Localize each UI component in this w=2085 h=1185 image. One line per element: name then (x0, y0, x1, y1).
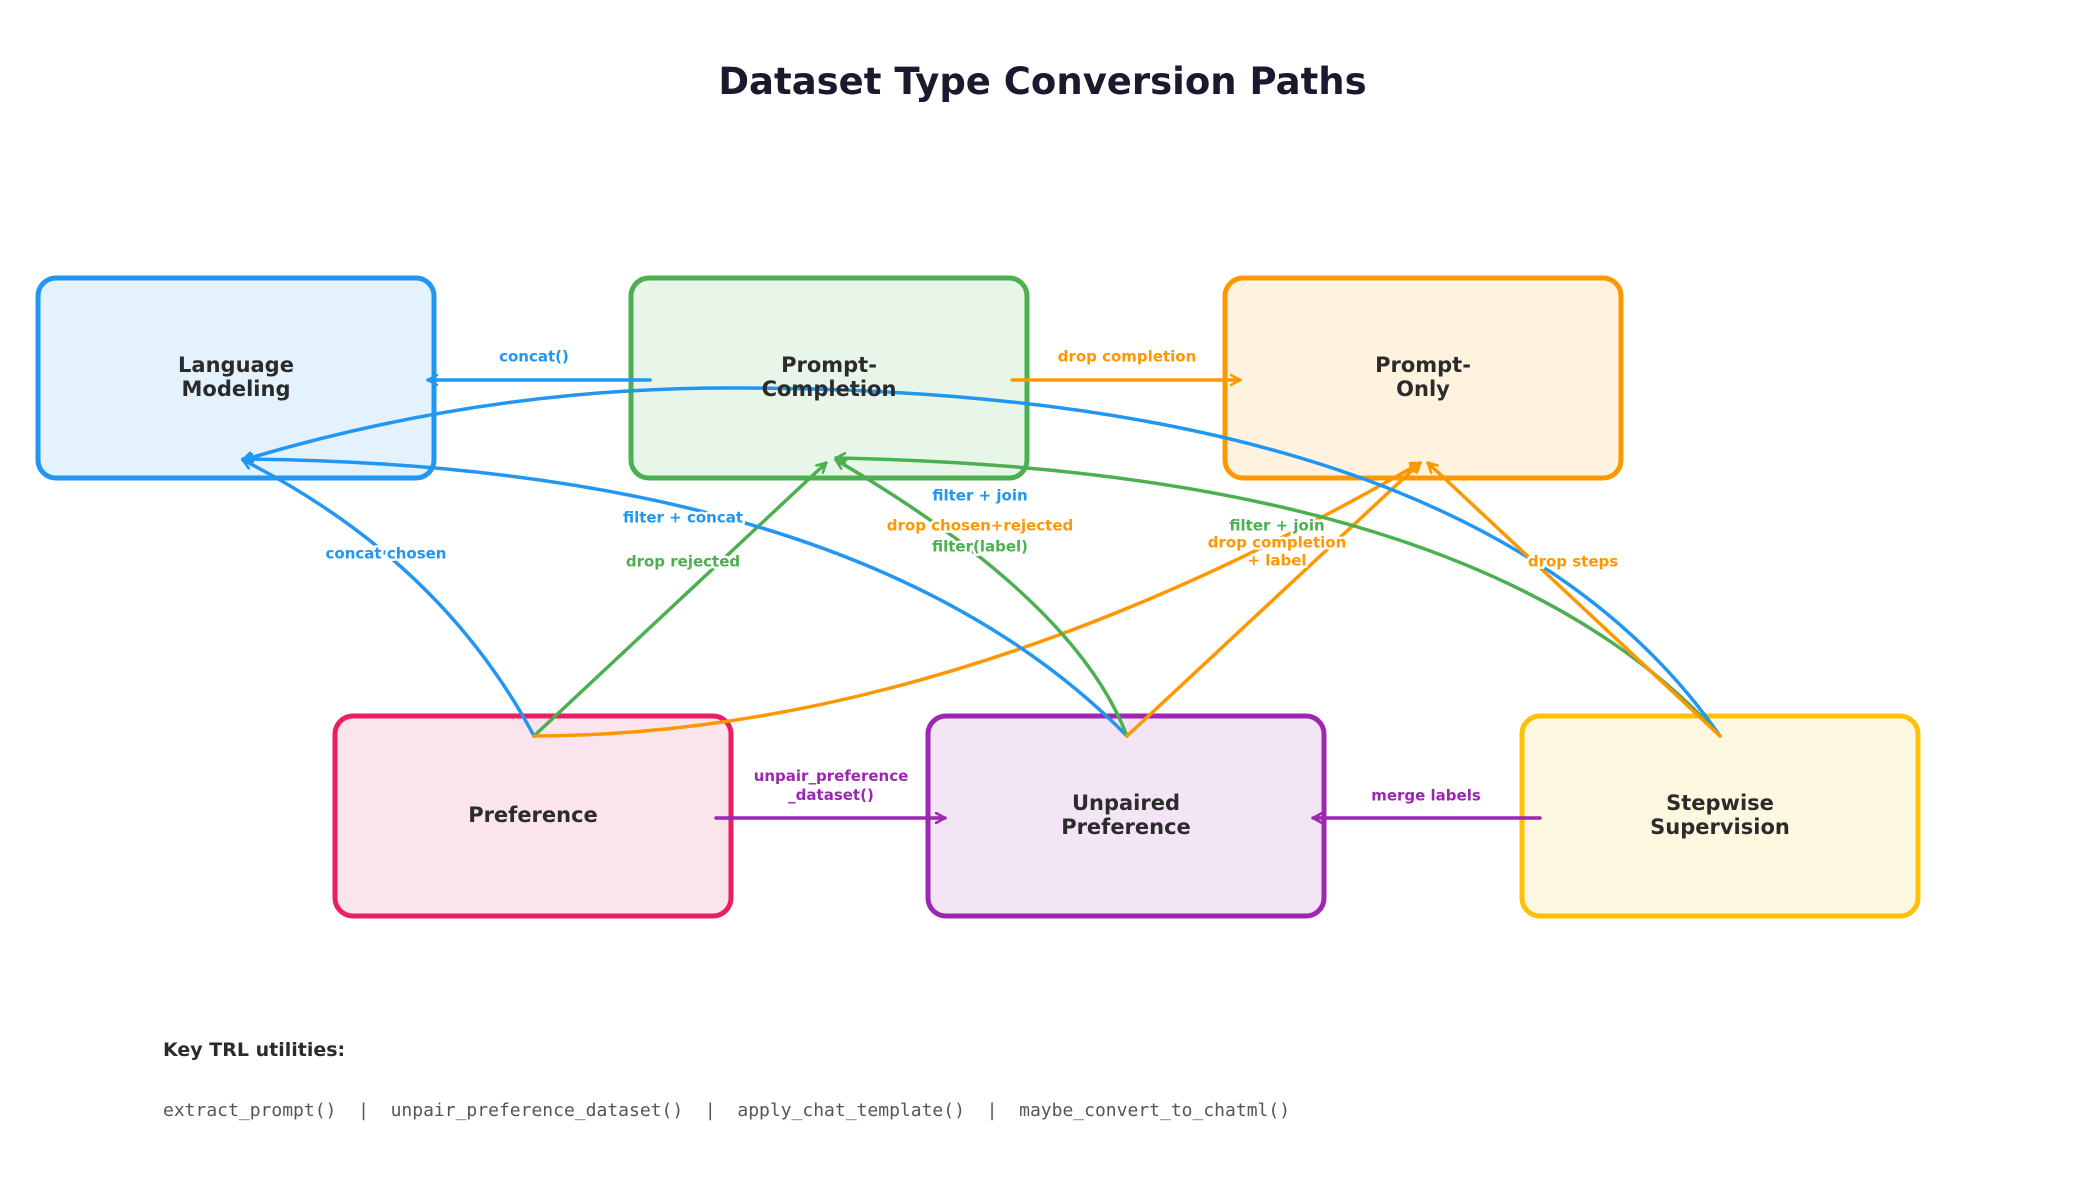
edge-label-pc-lm: concat() (499, 348, 569, 366)
edge-label-ss-pc: filter + join (1229, 517, 1324, 535)
node-box-ss (1519, 713, 1921, 919)
node-label-pref: Preference (468, 803, 598, 827)
node-label-pc: Prompt-Completion (762, 353, 897, 401)
node-label-po: Prompt-Only (1375, 353, 1471, 401)
edges (241, 380, 1722, 818)
edge-up-po (1125, 461, 1422, 738)
edge-up-pc (834, 458, 1129, 738)
edge-label-pref-pc: drop rejected (626, 553, 740, 571)
edge-ss-po (1426, 461, 1722, 738)
edge-label-ss-lm: filter + join (932, 487, 1027, 505)
node-box-up (925, 713, 1327, 919)
edge-label-pref-lm: concat chosen (326, 545, 447, 563)
edge-pref-po (532, 461, 1422, 738)
edge-label-up-po: drop completion+ label (1208, 534, 1347, 570)
key-utilities-title: Key TRL utilities: (163, 1039, 346, 1061)
edge-pref-lm (241, 458, 536, 738)
edge-label-ss-po: drop steps (1528, 553, 1618, 571)
edge-label-up-pc: filter(label) (932, 538, 1028, 556)
edge-label-ss-up: merge labels (1371, 787, 1481, 805)
node-box-pref (332, 713, 734, 919)
edge-label-pref-po: drop chosen+rejected (887, 517, 1073, 535)
edge-label-up-lm: filter + concat (623, 509, 743, 527)
edge-label-pref-up: unpair_preference_dataset() (754, 767, 909, 804)
edge-pref-pc (532, 461, 828, 738)
node-box-po (1222, 275, 1624, 481)
edge-label-pc-po: drop completion (1058, 348, 1197, 366)
edge-labels: concat() drop completion concat chosen drop… (323, 345, 1621, 807)
node-box-pc (628, 275, 1030, 481)
edge-ss-lm (241, 386, 1722, 738)
diagram-title: Dataset Type Conversion Paths (718, 60, 1367, 103)
edge-up-lm (241, 459, 1129, 738)
key-utilities-list: extract_prompt() | unpair_preference_dat… (163, 1100, 1291, 1121)
nodes (35, 275, 1921, 919)
